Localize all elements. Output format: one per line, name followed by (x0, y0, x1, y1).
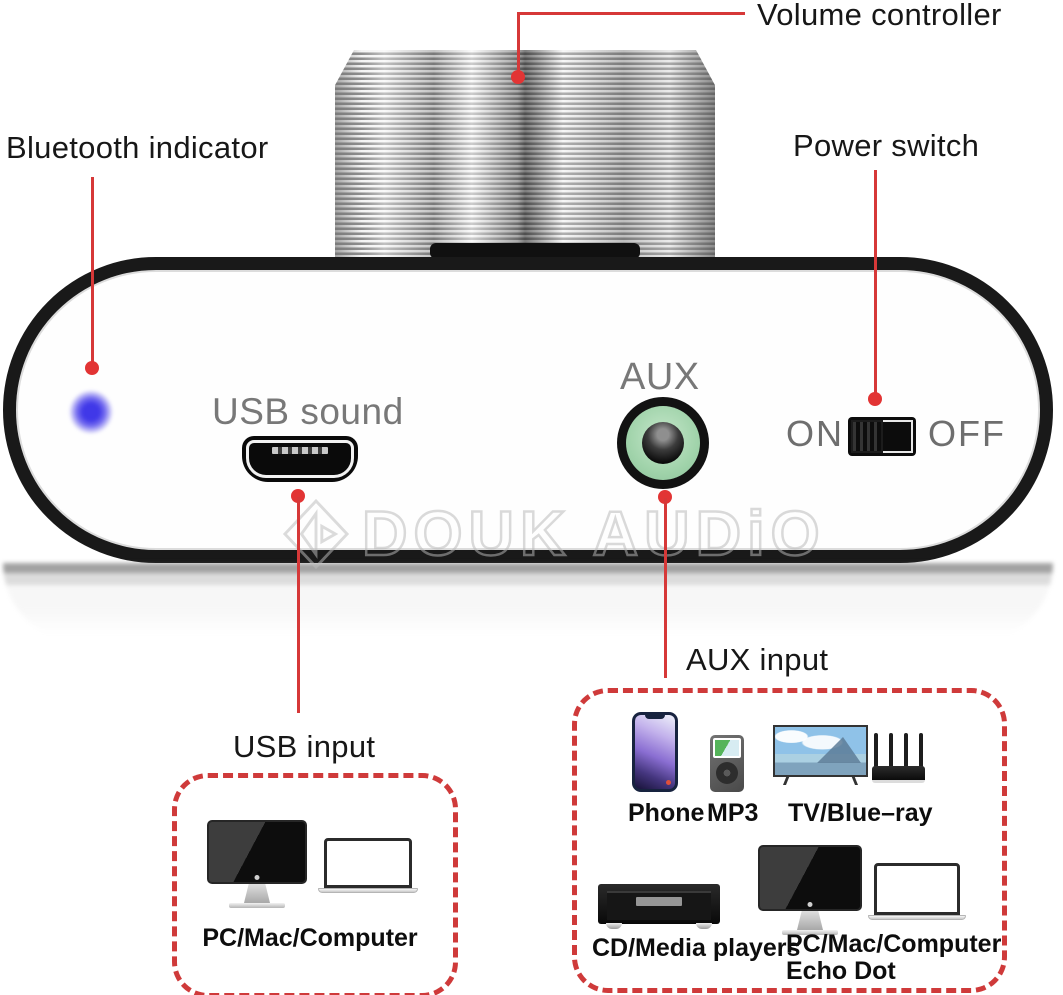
tv-icon (773, 725, 868, 785)
bluetooth-indicator-label: Bluetooth indicator (6, 130, 269, 165)
aux-input-box (572, 688, 1007, 993)
bluetooth-led-icon (69, 390, 113, 434)
echo-dot-label: Echo Dot (786, 957, 896, 985)
device-reflection (3, 563, 1053, 643)
bluetooth-callout-line (91, 177, 94, 369)
bluetooth-callout-dot (85, 361, 99, 375)
mp3-player-icon (710, 735, 744, 792)
router-icon (872, 733, 925, 783)
power-switch-icon (848, 417, 916, 456)
usb-callout-dot (291, 489, 305, 503)
aux-callout-line (664, 498, 667, 678)
power-on-label: ON (786, 413, 844, 454)
aux-input-label: AUX input (686, 642, 829, 677)
power-callout-line (874, 170, 877, 394)
volume-callout-line-v (517, 12, 520, 78)
mp3-label: MP3 (707, 799, 759, 827)
power-switch-label: Power switch (793, 128, 980, 163)
usb-input-box (172, 773, 458, 995)
usb-sound-label: USB sound (212, 391, 404, 432)
brand-watermark: DOUK AUDiO (282, 498, 826, 570)
aux-jack-ring (626, 406, 700, 480)
cd-media-players-label: CD/Media players (592, 934, 801, 962)
micro-usb-pins (272, 447, 328, 454)
volume-callout-dot (511, 70, 525, 84)
pc-mac-computer2-line1: PC/Mac/Computer (786, 930, 1002, 958)
volume-callout-line-h (517, 12, 745, 15)
aux-jack-hole (642, 422, 684, 464)
cd-player-icon (598, 884, 720, 929)
power-off-label: OFF (928, 413, 1006, 454)
micro-usb-port-inner (246, 440, 354, 478)
micro-usb-port-icon (242, 436, 358, 482)
watermark-text: DOUK AUDiO (361, 498, 826, 571)
laptop2-icon (867, 863, 967, 920)
power-callout-dot (868, 392, 882, 406)
aux-jack-icon (617, 397, 709, 489)
power-switch-slider (851, 420, 883, 453)
volume-controller-label: Volume controller (757, 0, 1002, 32)
desktop-monitor2-icon (758, 845, 862, 935)
volume-knob-base (430, 243, 640, 259)
desktop-monitor-icon (207, 820, 307, 908)
laptop-icon (317, 838, 419, 893)
aux-callout-dot (658, 490, 672, 504)
smartphone-icon (632, 712, 678, 792)
usb-callout-line (297, 497, 300, 713)
phone-label: Phone (628, 799, 705, 827)
pc-mac-computer-label: PC/Mac/Computer (202, 924, 418, 952)
usb-input-label: USB input (233, 729, 376, 764)
tv-blueray-label: TV/Blue–ray (788, 799, 933, 827)
pc-mac-computer2-label: PC/Mac/Computer Echo Dot (786, 931, 1001, 985)
douk-diamond-icon (282, 498, 350, 570)
aux-jack-label: AUX (620, 356, 700, 398)
volume-knob (335, 50, 715, 257)
